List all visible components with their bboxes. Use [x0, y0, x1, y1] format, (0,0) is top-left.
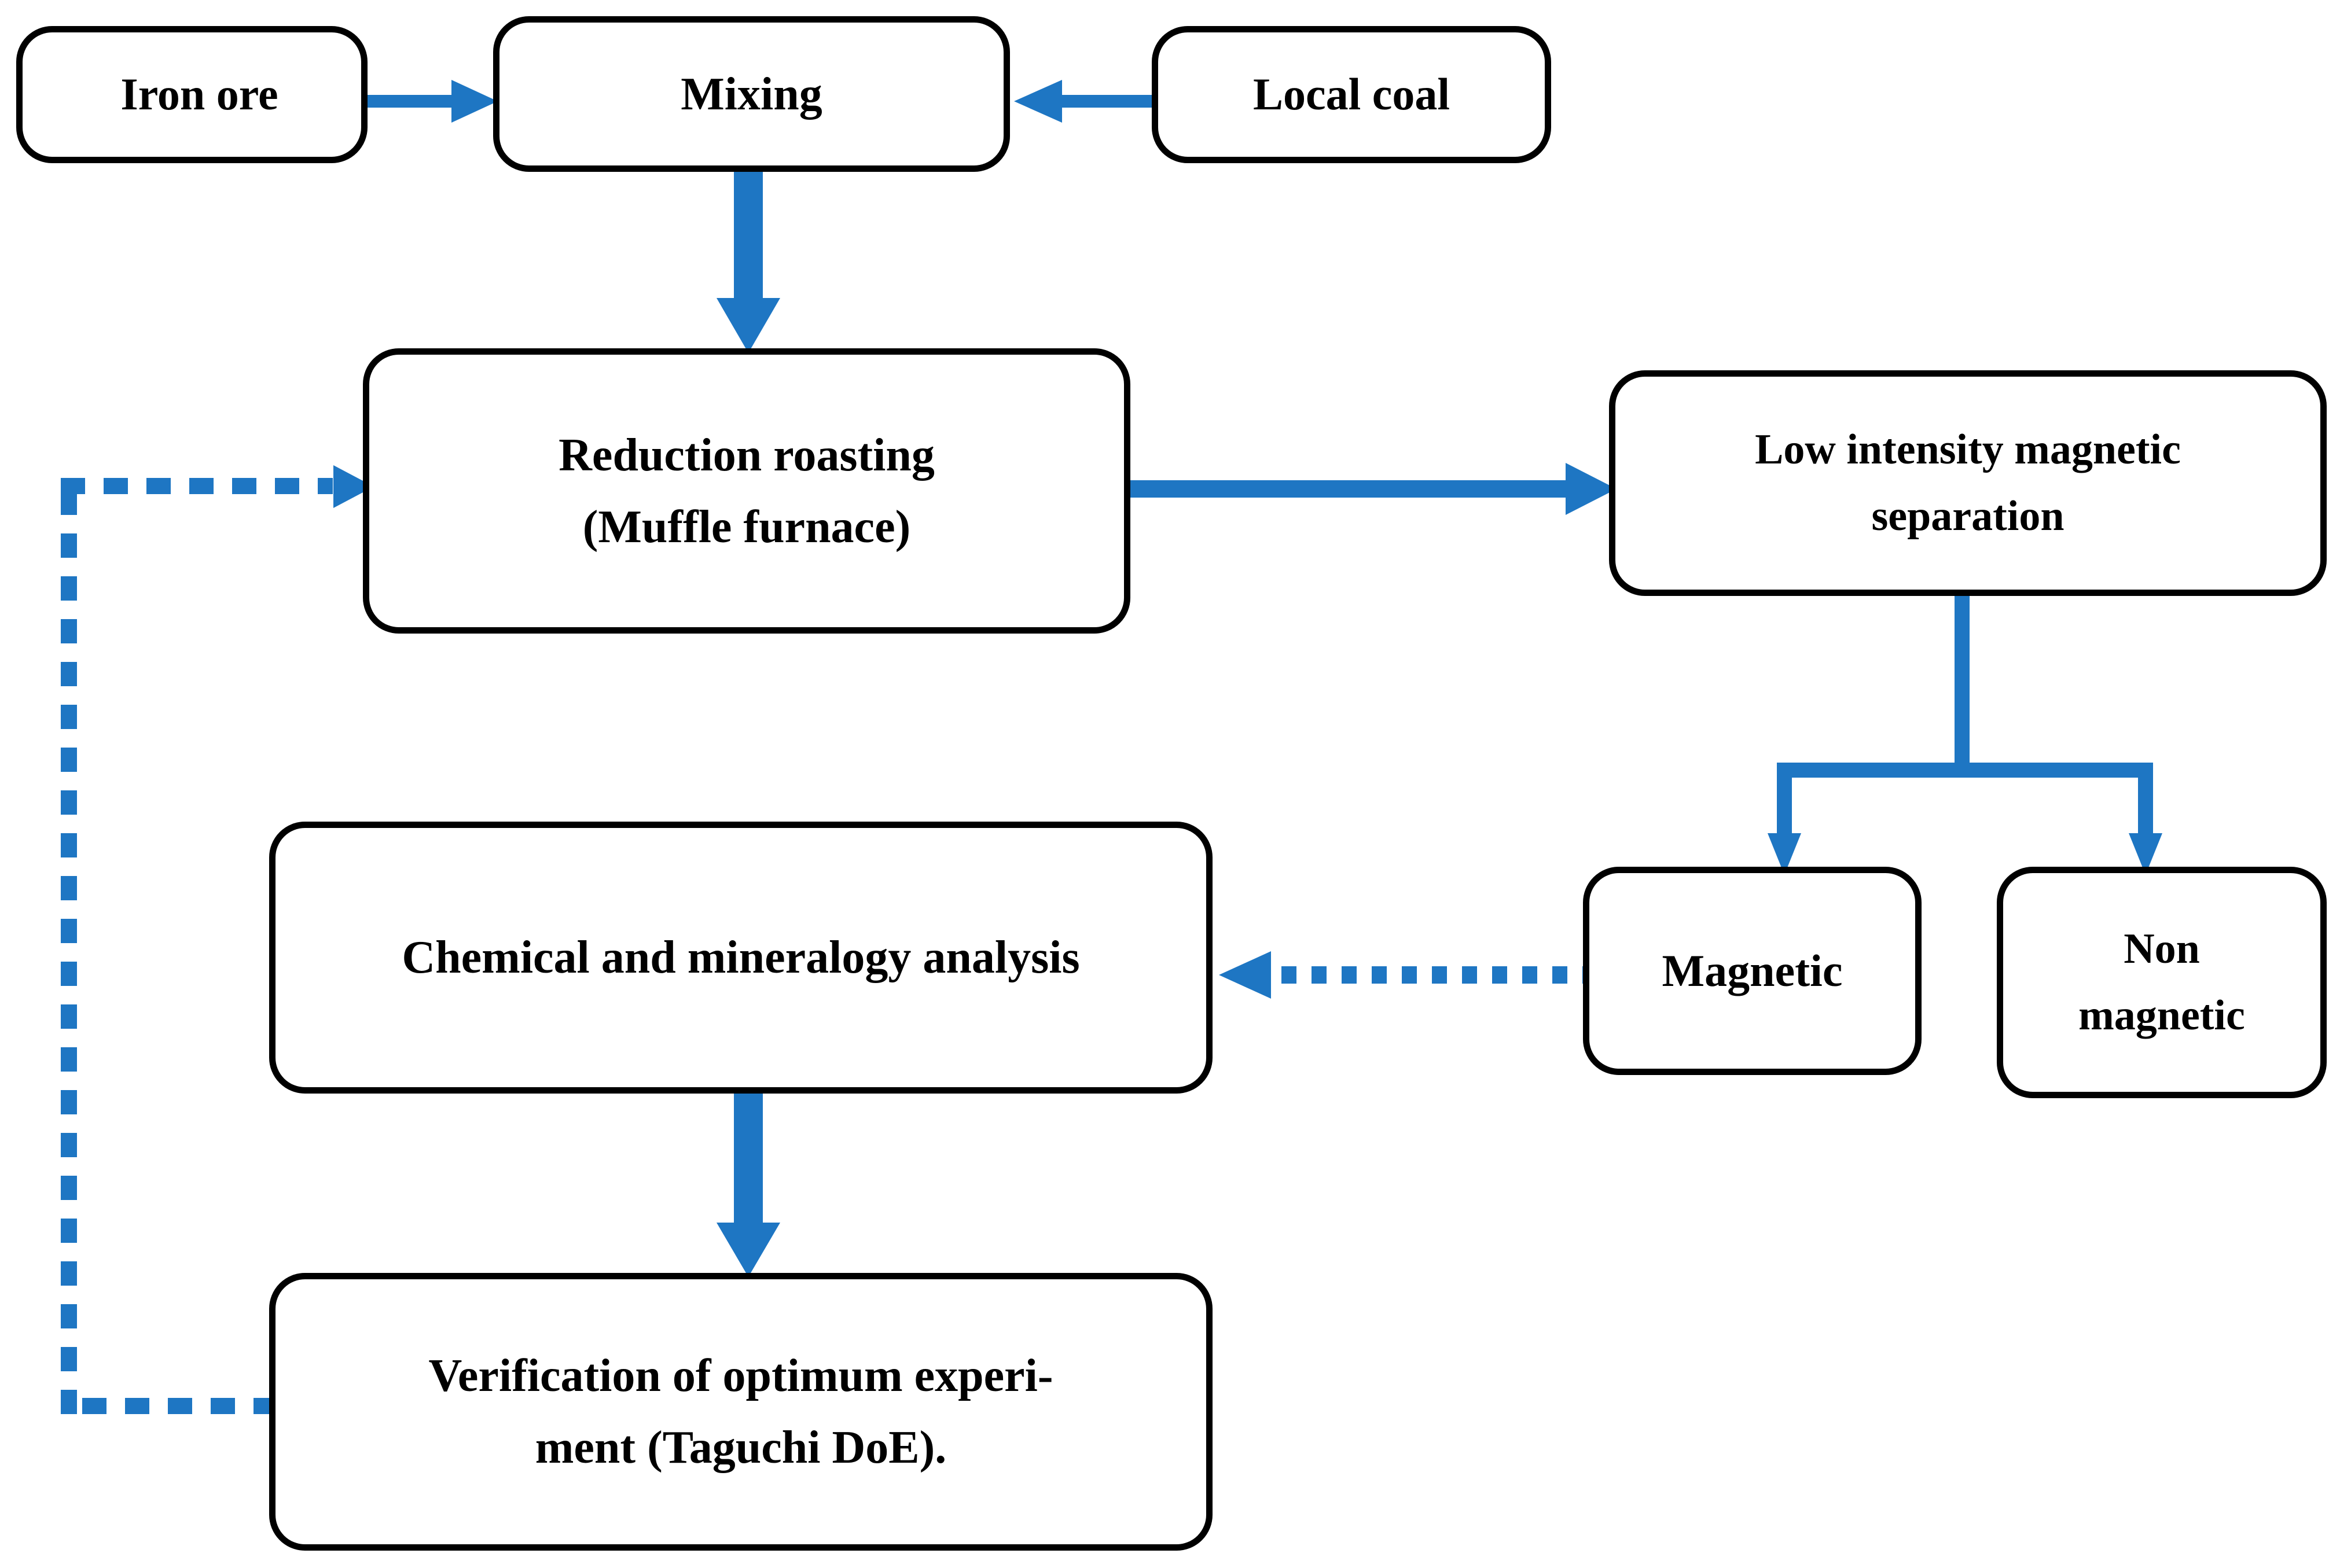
edge-chem-to-verification: [712, 1091, 787, 1282]
edge-reduction-to-lims: [1126, 457, 1623, 521]
node-chemical-and-mineralogy-analysis-label: Chemical and mineralogy analysis: [402, 932, 1080, 983]
node-reduction-roasting-line1: Reduction roasting: [559, 429, 935, 481]
edge-mixing-to-reduction: [712, 168, 787, 359]
node-iron-ore-label: Iron ore: [120, 69, 278, 120]
node-local-coal-label: Local coal: [1252, 69, 1450, 120]
node-iron-ore[interactable]: Iron ore: [16, 26, 368, 163]
node-non-magnetic-line2: magnetic: [2078, 992, 2245, 1039]
node-verification-line1: Verification of optimum experi-: [428, 1350, 1053, 1401]
node-low-intensity-magnetic-separation[interactable]: Low intensity magnetic separation: [1609, 370, 2327, 596]
edge-lims-split: [1707, 590, 2228, 879]
edge-verification-to-reduction: [46, 463, 394, 1429]
node-verification-of-optimum-experiment-label: Verification of optimum experi- ment (Ta…: [291, 1340, 1191, 1484]
node-non-magnetic-label: Non magnetic: [2018, 916, 2305, 1048]
node-lims-line1: Low intensity magnetic: [1755, 426, 2181, 474]
node-non-magnetic[interactable]: Non magnetic: [1997, 867, 2327, 1098]
node-verification-of-optimum-experiment[interactable]: Verification of optimum experi- ment (Ta…: [269, 1273, 1213, 1551]
node-mixing[interactable]: Mixing: [493, 16, 1010, 172]
node-magnetic-label: Magnetic: [1662, 945, 1843, 996]
node-verification-line2: ment (Taguchi DoE).: [535, 1422, 947, 1473]
edge-iron-ore-to-mixing: [359, 69, 509, 133]
node-reduction-roasting-label: Reduction roasting (Muffle furnace): [384, 419, 1109, 563]
node-reduction-roasting[interactable]: Reduction roasting (Muffle furnace): [363, 348, 1130, 634]
node-magnetic[interactable]: Magnetic: [1583, 867, 1922, 1075]
node-non-magnetic-line1: Non: [2124, 925, 2200, 973]
node-chemical-and-mineralogy-analysis[interactable]: Chemical and mineralogy analysis: [269, 822, 1213, 1094]
node-local-coal[interactable]: Local coal: [1152, 26, 1551, 163]
node-reduction-roasting-line2: (Muffle furnace): [582, 501, 911, 553]
edge-magnetic-to-chem-analysis: [1204, 937, 1597, 1013]
node-low-intensity-magnetic-separation-label: Low intensity magnetic separation: [1630, 417, 2305, 549]
node-lims-line2: separation: [1871, 492, 2065, 540]
node-mixing-label: Mixing: [681, 68, 822, 120]
edge-local-coal-to-mixing: [1001, 69, 1163, 133]
